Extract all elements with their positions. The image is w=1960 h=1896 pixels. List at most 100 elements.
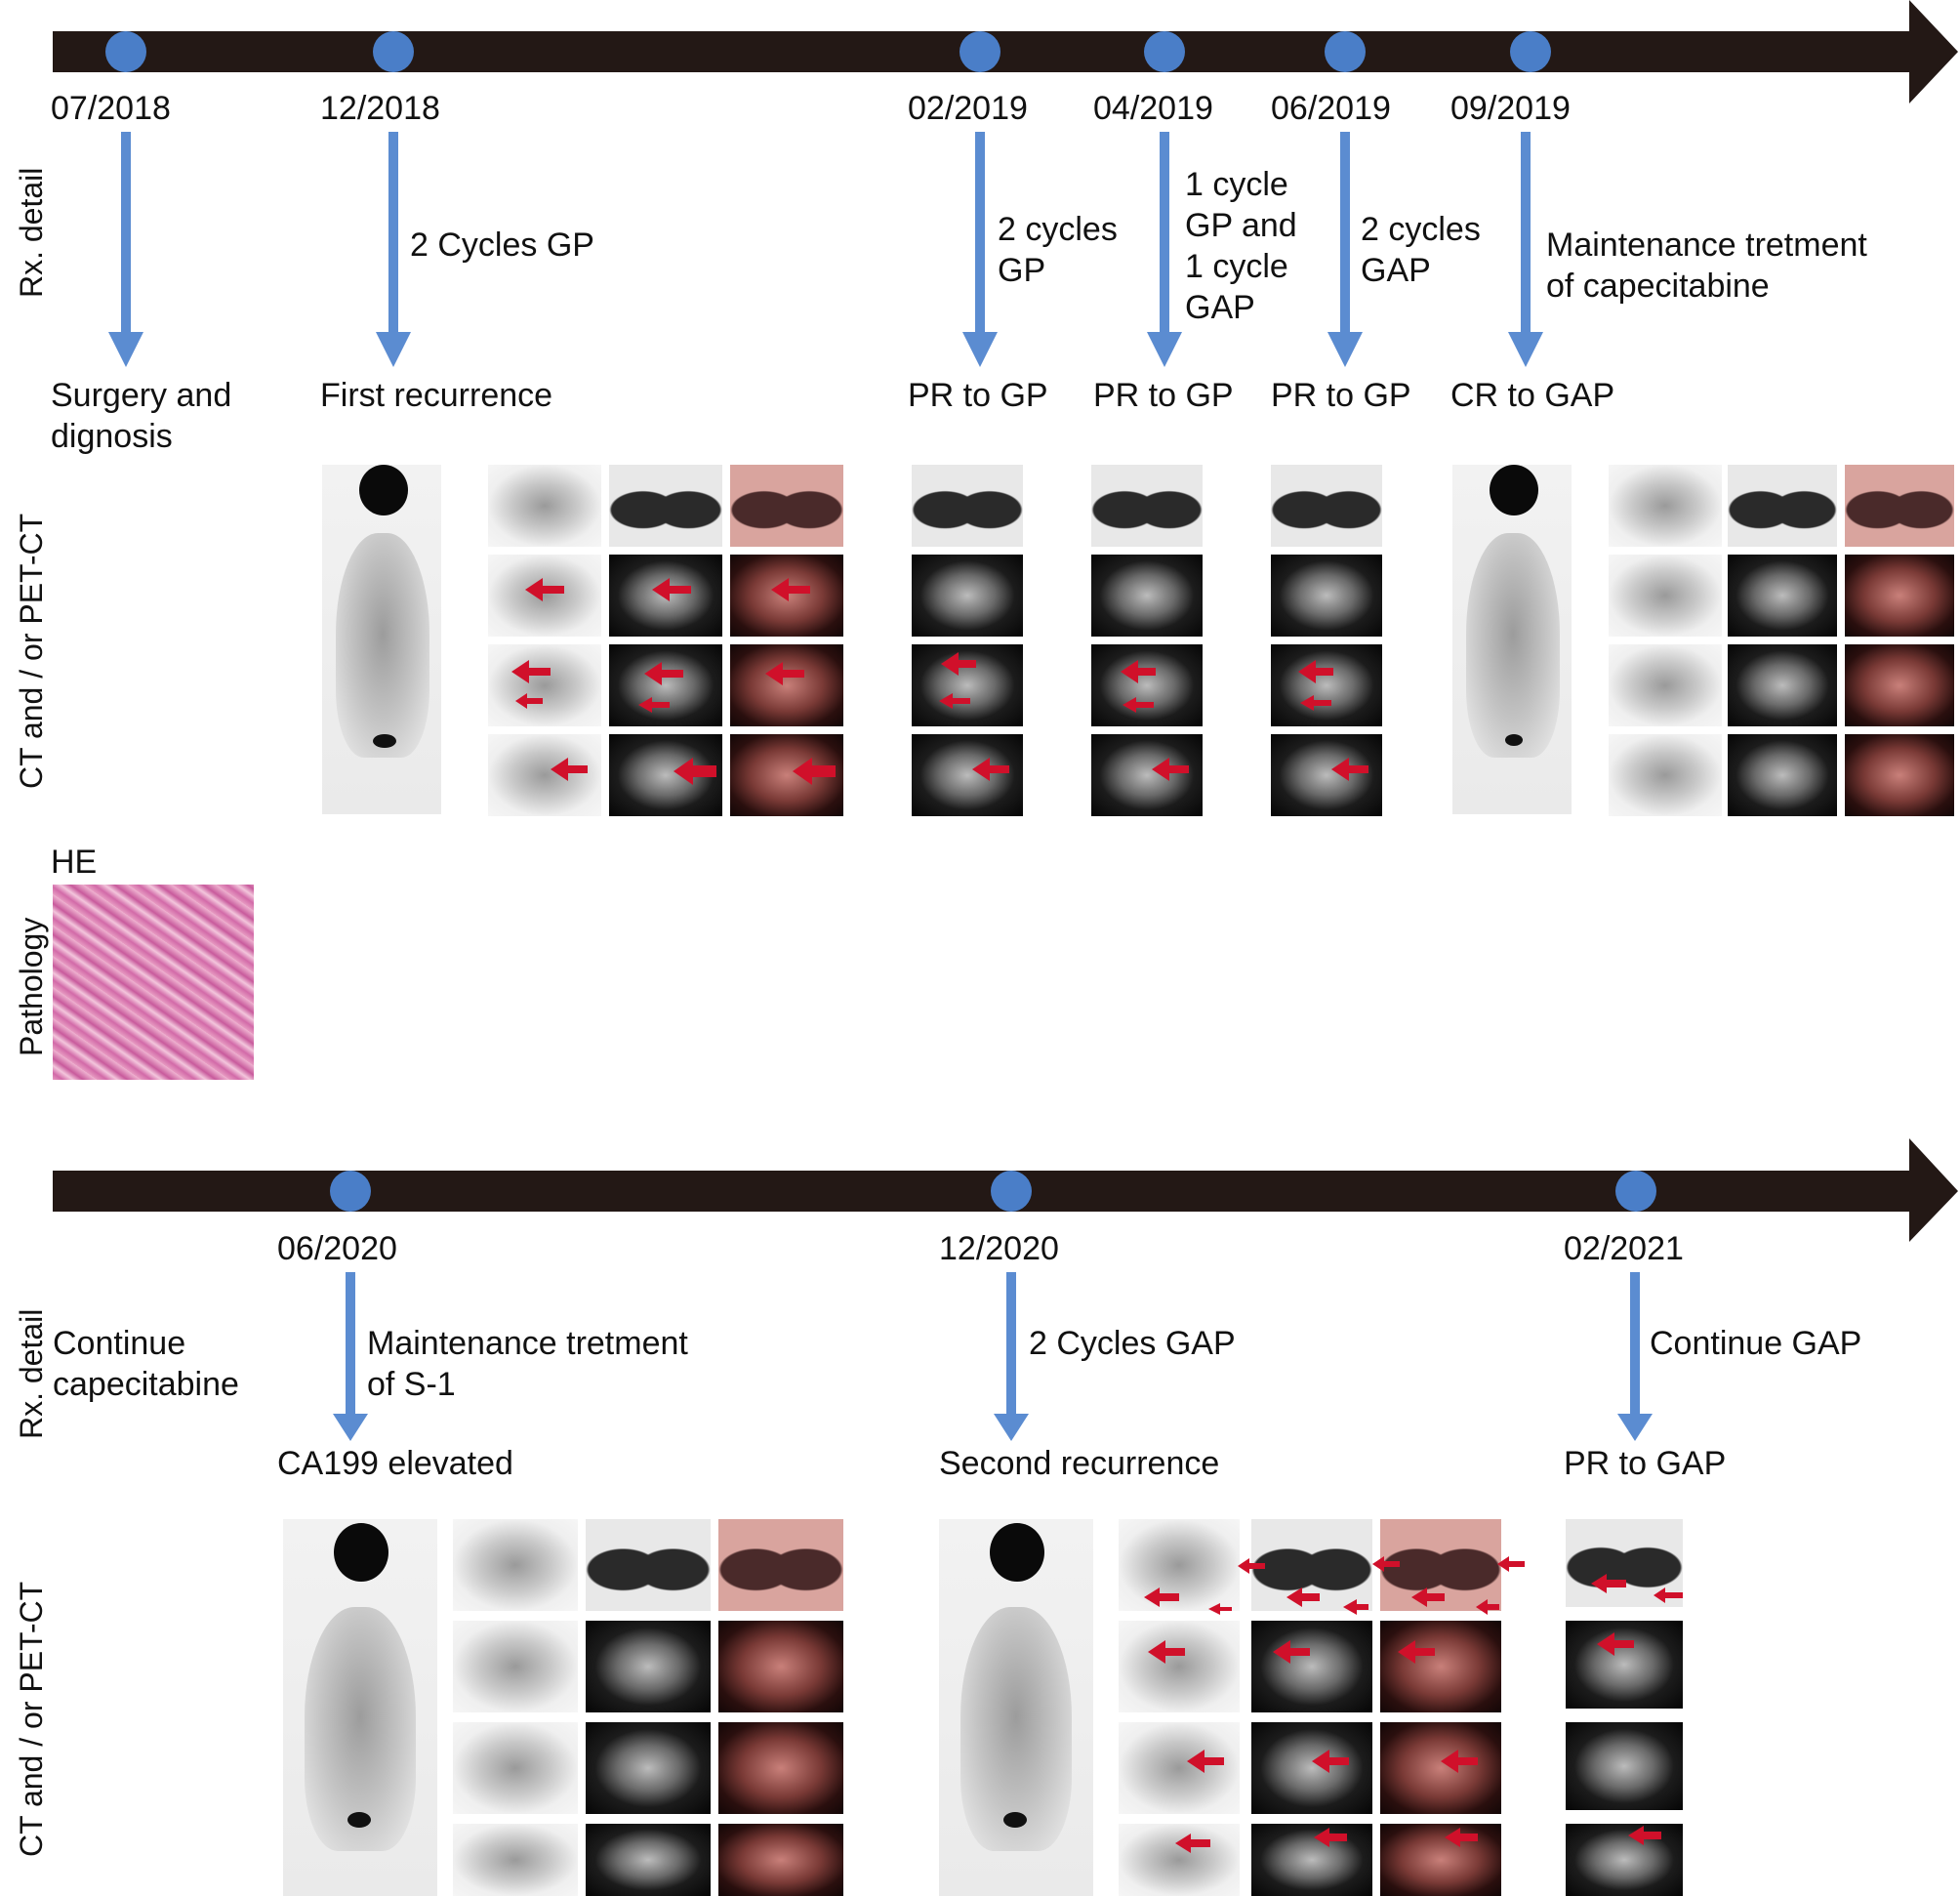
- pet-slice-image: [488, 644, 601, 726]
- event-date: 12/2020: [939, 1230, 1059, 1267]
- pet-slice-image: [453, 1519, 578, 1611]
- event-date: 06/2020: [277, 1230, 397, 1267]
- fused-slice-image: [730, 644, 843, 726]
- ct-lung-image: [586, 1519, 711, 1611]
- event-outcome: PR to GAP: [1564, 1445, 1727, 1482]
- lesion-arrow: [1398, 1640, 1435, 1664]
- timeline-1-marker-07-2018: [105, 31, 146, 72]
- rx-detail: Maintenance tretment of S-1: [367, 1323, 688, 1405]
- ct-lung-image: [1091, 465, 1203, 547]
- mip-bladder: [347, 1812, 371, 1828]
- ct-slice-image: [912, 555, 1023, 637]
- ct-slice-image: [1271, 644, 1382, 726]
- event-date: 06/2019: [1271, 90, 1391, 127]
- fused-lung-image: [1845, 465, 1954, 547]
- mip-bladder: [1505, 734, 1523, 746]
- pet-slice-image: [1609, 734, 1722, 816]
- timeline-1-arrowhead: [1909, 0, 1958, 103]
- pet-mip-image: [1452, 465, 1572, 814]
- lesion-arrow: [972, 758, 1009, 781]
- pet-slice-image: [1609, 465, 1722, 547]
- rx-line: GAP: [1361, 252, 1431, 289]
- rx-detail: 2 cycles GP: [998, 209, 1118, 291]
- pointer-shaft-07-2018: [121, 132, 131, 337]
- pet-slice-image: [453, 1722, 578, 1814]
- rx-line: Continue: [53, 1325, 186, 1362]
- timeline-2-marker-06-2020: [330, 1171, 371, 1212]
- lesion-arrow: [1152, 758, 1189, 781]
- pointer-head-06-2019: [1327, 332, 1363, 367]
- lesion-arrow: [1591, 1574, 1626, 1593]
- fused-slice-image: [718, 1824, 843, 1896]
- rx-line: capecitabine: [53, 1366, 239, 1403]
- rx-line: 1 cycle: [1185, 166, 1288, 203]
- ct-lung-image: [609, 465, 722, 547]
- fused-slice-image: [1845, 734, 1954, 816]
- timeline-2-arrowhead: [1909, 1138, 1958, 1242]
- pointer-shaft-12-2020: [1006, 1272, 1016, 1419]
- mip-head: [1490, 465, 1538, 515]
- lesion-arrow: [1298, 660, 1333, 683]
- pet-slice-image: [1609, 555, 1722, 637]
- lesion-arrow: [1372, 1556, 1400, 1572]
- lesion-arrow: [1597, 1632, 1634, 1656]
- rx-line: Continue GAP: [1650, 1325, 1862, 1362]
- timeline-1-marker-12-2018: [373, 31, 414, 72]
- mip-body: [336, 533, 429, 758]
- ct-slice-image: [1566, 1824, 1683, 1896]
- event-outcome: Surgery and dignosis: [51, 375, 231, 457]
- fused-slice-image: [1845, 644, 1954, 726]
- fused-slice-image: [1380, 1824, 1501, 1896]
- mip-bladder: [1003, 1812, 1027, 1828]
- event-date: 07/2018: [51, 90, 171, 127]
- pointer-head-12-2018: [376, 332, 411, 367]
- ct-slice-image: [1566, 1621, 1683, 1709]
- pointer-head-06-2020: [333, 1414, 368, 1441]
- fused-slice-image: [1845, 555, 1954, 637]
- lesion-arrow: [1175, 1834, 1210, 1853]
- mip-body: [960, 1607, 1072, 1851]
- pointer-head-02-2019: [962, 332, 998, 367]
- ct-lung-image: [912, 465, 1023, 547]
- pet-mip-image: [322, 465, 441, 814]
- timeline-1-marker-06-2019: [1325, 31, 1366, 72]
- lesion-arrow: [1654, 1587, 1683, 1603]
- timeline-1-marker-09-2019: [1510, 31, 1551, 72]
- lesion-arrow: [1331, 758, 1368, 781]
- lesion-arrow: [765, 662, 804, 685]
- event-date: 02/2019: [908, 90, 1028, 127]
- pointer-head-09-2019: [1508, 332, 1543, 367]
- pointer-shaft-12-2018: [388, 132, 398, 337]
- event-outcome: CR to GAP: [1450, 377, 1615, 414]
- ct-slice-image: [586, 1722, 711, 1814]
- mip-head: [990, 1523, 1044, 1582]
- rx-detail: Continue GAP: [1650, 1323, 1861, 1364]
- lesion-arrow: [1208, 1603, 1232, 1615]
- lesion-arrow: [1286, 1587, 1320, 1607]
- pathology-stain-label: HE: [51, 844, 98, 881]
- rx-line: 2 cycles: [1361, 211, 1481, 248]
- ct-lung-image: [1728, 465, 1837, 547]
- outcome-line: Surgery and: [51, 377, 232, 414]
- lesion-arrow: [1300, 695, 1331, 711]
- lesion-arrow: [1497, 1556, 1525, 1572]
- outcome-line: dignosis: [51, 418, 173, 455]
- ct-slice-image: [1728, 555, 1837, 637]
- mip-bladder: [373, 734, 396, 748]
- lesion-arrow: [1411, 1587, 1445, 1607]
- event-date: 04/2019: [1093, 90, 1213, 127]
- ct-slice-image: [1728, 734, 1837, 816]
- ct-slice-image: [1271, 734, 1382, 816]
- pet-slice-image: [488, 465, 601, 547]
- ct-slice-image: [1251, 1621, 1372, 1712]
- rx-detail: 2 Cycles GP: [410, 225, 594, 266]
- lesion-arrow: [941, 652, 976, 676]
- pointer-head-04-2019: [1147, 332, 1182, 367]
- rx-detail: 2 Cycles GAP: [1029, 1323, 1236, 1364]
- lesion-arrow: [525, 578, 564, 601]
- lesion-arrow: [1148, 1640, 1185, 1664]
- rx-line: 2 Cycles GAP: [1029, 1325, 1236, 1362]
- ct-slice-image: [1251, 1722, 1372, 1814]
- ct-slice-image: [1091, 555, 1203, 637]
- lesion-arrow: [1343, 1599, 1368, 1615]
